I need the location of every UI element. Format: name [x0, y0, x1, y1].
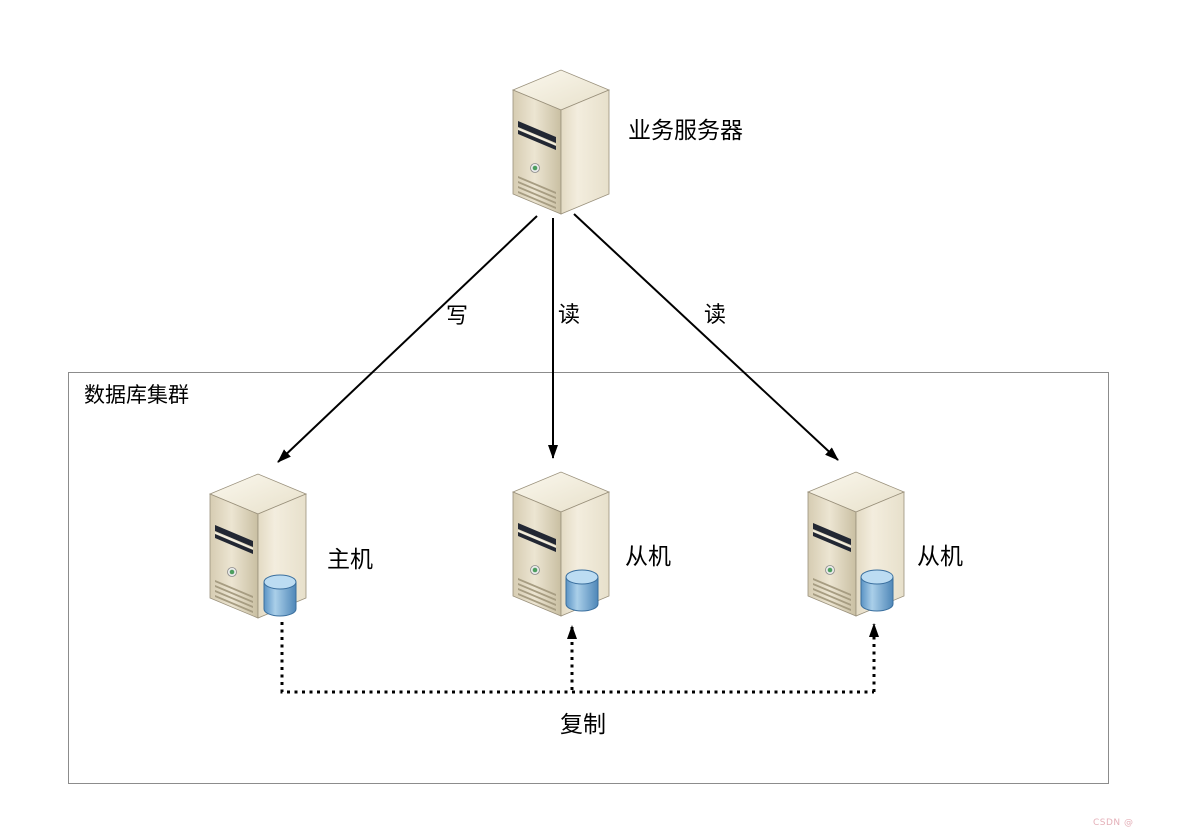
arrow-write [277, 215, 538, 463]
slave1-label: 从机 [625, 544, 671, 570]
edge-label-read-left: 读 [558, 303, 581, 328]
slave2-database-icon [860, 569, 894, 612]
watermark: CSDN @ [1093, 818, 1134, 828]
slave2-label: 从机 [917, 544, 963, 570]
business-server-label: 业务服务器 [628, 118, 743, 144]
arrow-read-right [573, 213, 839, 461]
master-database-icon [263, 574, 297, 617]
database-cluster-box [68, 372, 1109, 784]
master-label: 主机 [327, 547, 373, 573]
edge-label-read-right: 读 [704, 303, 727, 328]
replication-connector [280, 622, 879, 694]
cluster-label: 数据库集群 [84, 383, 189, 407]
edge-label-write: 写 [446, 304, 469, 329]
business-server-icon [512, 69, 610, 215]
replication-label: 复制 [560, 712, 606, 738]
slave1-database-icon [565, 569, 599, 612]
